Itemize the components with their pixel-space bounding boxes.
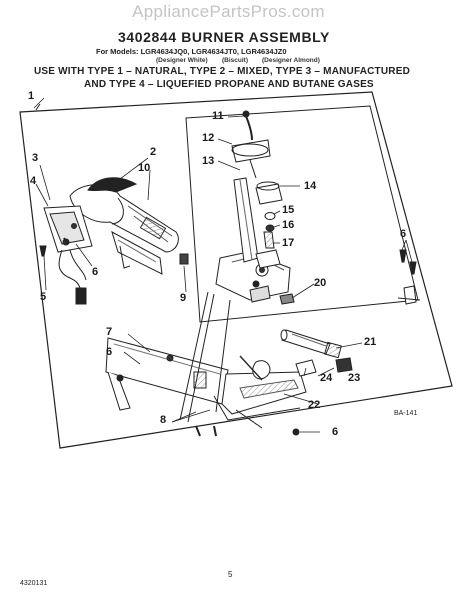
callout-15: 15: [282, 204, 295, 216]
callout-11: 11: [212, 110, 224, 122]
leader-lines: [33, 97, 413, 433]
bolt: [179, 253, 189, 265]
usage-line-2: AND TYPE 4 – LIQUEFIED PROPANE AND BUTAN…: [84, 79, 374, 90]
callout-14: 14: [304, 180, 317, 192]
callout-6-left: 6: [92, 266, 99, 278]
callout-6-lower: 6: [106, 346, 113, 358]
models-line: For Models: LGR4634JQ0, LGR4634JT0, LGR4…: [96, 47, 287, 56]
usage-line-1: USE WITH TYPE 1 – NATURAL, TYPE 2 – MIXE…: [34, 66, 410, 77]
diagram-code: BA-141: [394, 410, 418, 417]
callout-23: 23: [348, 372, 361, 384]
callout-6-bottom: 6: [332, 426, 339, 438]
callout-13: 13: [202, 155, 215, 167]
document-number: 4320131: [20, 580, 48, 587]
screws-right: [397, 249, 421, 305]
callout-4: 4: [30, 175, 37, 187]
watermark: AppliancePartsPros.com: [132, 2, 325, 21]
screw: [279, 293, 295, 305]
gas-pipe: [280, 329, 342, 359]
callout-7: 7: [106, 326, 113, 338]
screw-left: [39, 245, 47, 257]
callout-24: 24: [320, 372, 333, 384]
support-bracket: [111, 230, 163, 275]
callout-16: 16: [282, 219, 295, 231]
note-biscuit: (Biscuit): [222, 57, 248, 64]
callout-22: 22: [308, 399, 321, 411]
assembly-frame: [19, 91, 453, 449]
callout-10: 10: [138, 162, 151, 174]
burner-tube: [69, 184, 179, 253]
page-number: 5: [228, 570, 233, 579]
callout-17: 17: [282, 237, 295, 249]
callout-20: 20: [314, 277, 327, 289]
callout-8: 8: [160, 414, 167, 426]
callout-5: 5: [40, 291, 47, 303]
wire-connector: [75, 287, 87, 305]
burner-box-frame: [185, 105, 419, 323]
callout-3: 3: [32, 152, 39, 164]
fitting-nut: [335, 357, 353, 373]
callout-21: 21: [364, 336, 377, 348]
diagram-title: 3402844 BURNER ASSEMBLY: [118, 29, 330, 45]
screw-bottom: [292, 428, 300, 436]
mounting-bracket: [105, 337, 307, 429]
note-almond: (Designer Almond): [262, 57, 320, 64]
callout-12: 12: [202, 132, 215, 144]
note-white: (Designer White): [156, 57, 208, 64]
gas-valve-stack: [215, 110, 291, 303]
screw-left-2: [63, 237, 69, 245]
screw-lower: [116, 374, 124, 382]
callout-6-right: 6: [400, 228, 407, 240]
callout-1: 1: [28, 90, 35, 102]
callout-9: 9: [180, 292, 187, 304]
callout-2: 2: [150, 146, 157, 158]
